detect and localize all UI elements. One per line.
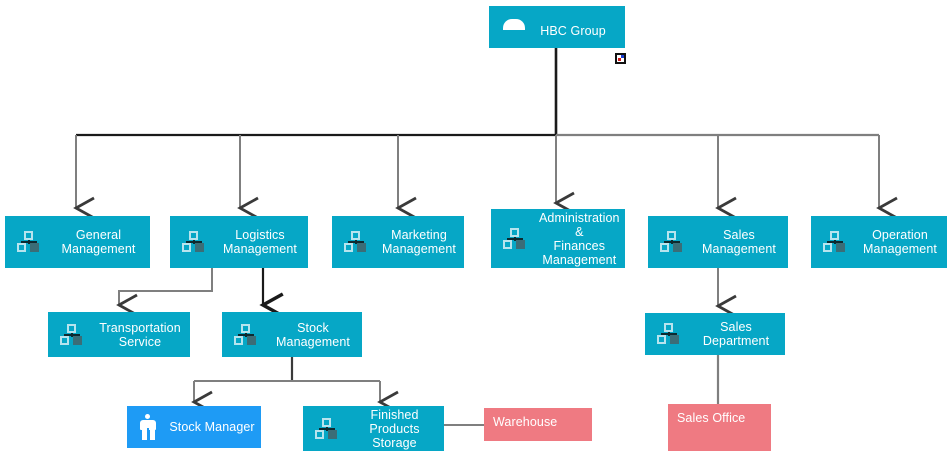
node-stock-manager[interactable]: Stock Manager [127, 406, 261, 448]
node-label: Sales Department [702, 320, 770, 348]
person-icon [133, 414, 163, 440]
node-marketing-management[interactable]: Marketing Management [332, 216, 464, 268]
hierarchy-icon [228, 323, 264, 346]
node-finished-products-storage[interactable]: Finished Products Storage [303, 406, 444, 451]
hierarchy-icon [309, 417, 345, 440]
hierarchy-icon [54, 323, 90, 346]
node-label: Logistics Management [223, 228, 297, 256]
node-label: Sales Management [702, 228, 776, 256]
node-sales-department[interactable]: Sales Department [645, 313, 785, 355]
node-warehouse[interactable]: Warehouse [484, 408, 592, 441]
node-general-management[interactable]: General Management [5, 216, 150, 268]
node-label: Stock Manager [169, 420, 255, 434]
selection-handle[interactable] [615, 53, 626, 64]
node-label: Administration & Finances Management [539, 210, 620, 267]
node-label: Finished Products Storage [369, 407, 420, 450]
node-label: Marketing Management [382, 228, 456, 256]
node-label: Operation Management [863, 228, 937, 256]
node-administration-finances-management[interactable]: Administration & Finances Management [491, 209, 625, 268]
edge-logistics-to-transportation [116, 268, 213, 317]
node-sales-office[interactable]: Sales Office [668, 404, 771, 451]
hierarchy-icon [817, 231, 853, 253]
handle-dot-blue [621, 55, 624, 58]
node-operation-management[interactable]: Operation Management [811, 216, 947, 268]
hierarchy-icon [11, 231, 47, 253]
node-label: HBC Group [540, 23, 606, 38]
node-logistics-management[interactable]: Logistics Management [170, 216, 308, 268]
node-hbc-group[interactable]: HBC Group [489, 6, 625, 48]
node-stock-management[interactable]: Stock Management [222, 312, 362, 357]
hierarchy-icon [654, 231, 690, 253]
node-sales-management[interactable]: Sales Management [648, 216, 788, 268]
node-label: General Management [61, 228, 136, 256]
node-label: Sales Office [677, 411, 746, 425]
hierarchy-icon [497, 227, 533, 250]
node-transportation-service[interactable]: Transportation Service [48, 312, 190, 357]
hierarchy-icon [176, 231, 212, 253]
hierarchy-icon [651, 323, 687, 345]
node-label: Transportation Service [99, 320, 181, 349]
handle-dot-red [618, 58, 621, 61]
building-icon [499, 19, 529, 30]
node-label: Warehouse [493, 415, 558, 429]
hierarchy-icon [338, 231, 374, 253]
node-label: Stock Management [276, 320, 350, 349]
